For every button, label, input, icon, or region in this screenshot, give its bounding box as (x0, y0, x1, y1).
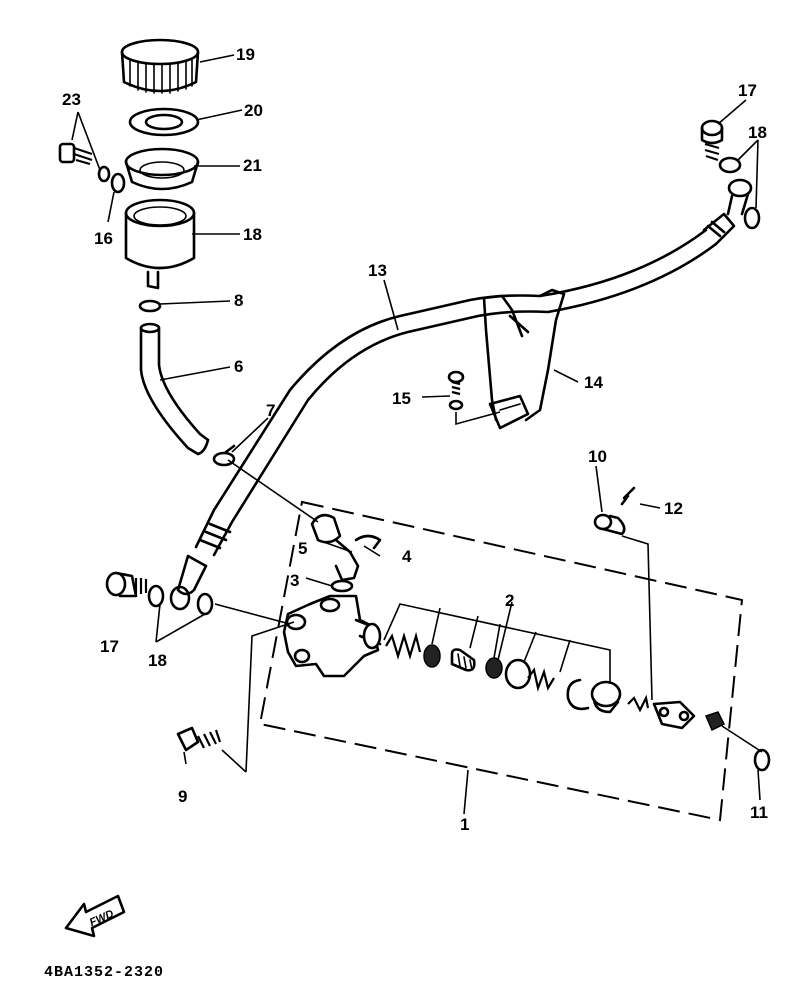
callout-23: 23 (62, 90, 81, 109)
diaphragm (124, 147, 200, 191)
secondary-cup (485, 657, 503, 679)
hose-clip-lower (212, 444, 236, 467)
circlip (566, 678, 590, 711)
callout-18-lower: 18 (148, 651, 167, 670)
union-bolt-upper (700, 119, 724, 162)
callout-21: 21 (243, 156, 262, 175)
reservoir-body (124, 198, 196, 290)
kit-outline (258, 500, 744, 822)
callout-18-upper: 18 (748, 123, 767, 142)
callout-20: 19 (236, 45, 255, 64)
union-bolt-lower (105, 571, 148, 598)
fwd-arrow-icon: FWD (64, 894, 126, 938)
callout-12: 12 (664, 499, 683, 518)
banjo-lower (169, 585, 191, 611)
callout-11: 11 (750, 803, 768, 822)
guide-screw (447, 370, 465, 396)
callout-1: 1 (460, 815, 469, 834)
callout-4: 4 (402, 547, 412, 566)
callout-17-upper: 17 (738, 81, 757, 100)
bracket-washer (110, 172, 126, 194)
guide-washer (448, 399, 464, 411)
reservoir-screw (58, 142, 93, 166)
push-rod-bolt (176, 726, 222, 752)
hose-joint (310, 513, 360, 582)
dust-boot (590, 680, 622, 714)
cotter-pin (620, 486, 636, 506)
cap-plate (128, 107, 200, 137)
clevis (652, 700, 696, 730)
callout-22: 20 (244, 101, 263, 120)
callout-19: 18 (243, 225, 262, 244)
callout-15: 15 (392, 389, 411, 408)
push-rod (504, 658, 555, 692)
callout-16: 16 (94, 229, 113, 248)
hose-guide (482, 288, 566, 430)
callout-7: 7 (266, 401, 275, 420)
callout-6: 6 (234, 357, 243, 376)
hose-clip-upper (138, 299, 162, 313)
clevis-washer (753, 748, 771, 772)
piston (450, 648, 476, 672)
callout-14: 14 (584, 373, 603, 392)
washer-upper-a (718, 156, 742, 174)
banjo-upper (726, 178, 753, 216)
clevis-spring (627, 694, 650, 713)
cylinder-spring (385, 631, 422, 660)
callout-5: 5 (298, 539, 307, 558)
clevis-pin (593, 513, 626, 536)
primary-cup (423, 644, 441, 668)
joint-clip (354, 534, 382, 550)
master-cylinder-body (282, 594, 382, 678)
callout-9: 9 (178, 787, 187, 806)
callout-2: 2 (505, 591, 514, 610)
small-washer (97, 165, 111, 183)
washer-upper-b (743, 206, 761, 230)
callout-17-lower: 17 (100, 637, 119, 656)
reservoir-cap (120, 38, 200, 94)
joint-o-ring (330, 579, 354, 593)
reservoir-hose (139, 322, 210, 456)
leader-lines (71, 54, 763, 815)
callout-8: 8 (234, 291, 243, 310)
callout-13: 13 (368, 261, 387, 280)
callout-10: 10 (588, 447, 607, 466)
washer-lower-b (196, 592, 214, 616)
drawing-code: 4BA1352-2320 (44, 964, 164, 981)
clevis-nut (704, 711, 726, 732)
callout-3: 3 (290, 571, 299, 590)
washer-lower-a (147, 584, 165, 608)
